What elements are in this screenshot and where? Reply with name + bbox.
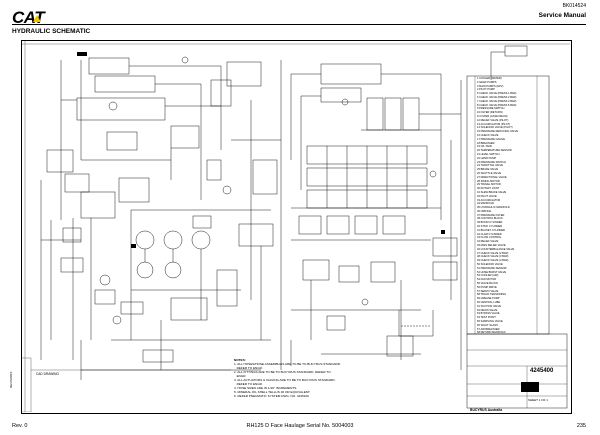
revisions-stamp: REVISIONS [9,371,13,388]
parts-list-row: 57 SERVO VALVE [477,289,499,293]
parts-list-row: 27 DIRECTIONAL VALVE [477,175,507,179]
parts-list-row: 28 SWING MOTOR [477,179,500,183]
parts-list-row: 26 SHUTTLE VALVE [477,171,502,175]
parts-list-row: 47 CHECK VALVE (2 BAR) [477,251,509,255]
parts-list-row: 13 ACCUMULATOR (PILOT) [477,122,511,126]
parts-list-row: 4 PILOT PUMP [477,88,495,92]
notes-line: ENGR. [234,374,247,378]
parts-list-row: 15 PRESSURE REDUCING VALVE [477,130,519,134]
parts-list-row: 6 CHECK VALVE (PRESS 2 BAR) [477,95,517,99]
parts-list-row: 51 PRESSURE SENSOR [477,266,507,270]
parts-list-row: 67 AIR BREATHER [477,327,500,331]
parts-list-row: 1 COOLER (WATER) [477,77,502,80]
parts-list-row: 19 OIL TANK [477,145,493,149]
notes-block: NOTES: 1. ALL HOSES/HOSE ASSEMBLIES ARE … [234,358,424,398]
parts-list-row: 59 GREASE PUMP [477,297,500,301]
title-block-company: BUCYRUS Australia [470,408,503,412]
title-block-drawing-number: 4245400 [530,368,554,374]
parts-list-row: 43 FLOW CONTROL [477,236,502,240]
parts-list-row: 61 SUCTION VALVE [477,304,501,308]
notes-line: 6. REFER PNEUMATIC SYSTEM DWG. NO. 42451… [234,394,309,398]
parts-list-row: 36 ORIFICE [477,209,492,213]
parts-list-row: 12 RELIEF VALVE (PILOT) [477,118,509,122]
parts-list-row: 58 TRACK TENSIONING [477,293,507,297]
parts-list-row: 50 SOLENOID VALVE [477,263,503,267]
parts-list-row: 63 BYPASS VALVE [477,312,500,316]
parts-list-row: 66 SIGHT GLASS [477,323,498,327]
parts-list-row: 22 HAND PUMP [477,156,497,160]
parts-list-row: 48 CHECK VALVE (3 BAR) [477,255,509,259]
notes-line: 3. ALL ACTUATORS & VALVING ARE TO BE TO … [234,378,336,382]
notes-line: 4. HOSE SIZES ARE IN 1/16" INCREMENTS. [234,386,298,390]
header-rule [12,24,586,25]
parts-list-row: 10 FILTER (RETURN) [477,111,503,115]
parts-list-row: 29 TRAVEL MOTOR [477,183,501,187]
parts-list-row: 8 CHECK VALVE (PRESS 5 BAR) [477,103,517,107]
parts-list-row: 32 PILOT VALVE [477,194,497,198]
parts-list-row: 44 RELIEF VALVE [477,240,499,244]
parts-list-row: 30 ROTARY JOINT [477,187,500,191]
parts-list-row: 55 VALVE BLOCK [477,282,499,286]
notes-line: REFER TO ENGR. [234,366,263,370]
page-number: 235 [576,423,586,429]
parts-list-row: 2 GEAR PUMPS [477,80,497,84]
parts-list-row: 38 CONTROL BLOCK [477,217,503,221]
parts-list-row: 17 PRESSURE GAUGE [477,137,505,141]
parts-list-row: 24 THROTTLE VALVE [477,164,503,168]
parts-list-row: 20 TEMPERATURE SENSOR [477,149,512,153]
parts-list-row: 14 SOLENOID VALVE (PILOT) [477,126,513,130]
manual-title: Service Manual [538,12,586,19]
parts-list-row: 49 CHECK VALVE (4 BAR) [477,259,509,263]
parts-list-row: 65 SAMPLING VALVE [477,320,503,323]
parts-list-row: 9 PRESSURE SWITCH [477,107,505,111]
parts-list-row: 21 LEVEL SWITCH [477,152,500,156]
page-title: HYDRAULIC SCHEMATIC [12,28,91,35]
parts-list-row: 23 PRESSURE SWITCH [477,160,506,164]
parts-list-row: 33 ACCUMULATOR [477,198,501,202]
parts-list-row: 54 FAN MOTOR [477,278,496,282]
footer-center-text: RH125 D Face Haulage Serial No. 5004003 [246,423,354,429]
document-number: BK014524 [562,3,586,9]
logo-triangle-icon [33,15,42,22]
parts-list-row: 53 COOLER (AIR) [477,274,499,278]
drawing-frame [21,40,572,414]
parts-list-row: 16 CHECK VALVE [477,133,499,137]
cat-logo: CAT [12,9,45,26]
parts-list-row: 5 CHECK VALVE (PRESS 1 BAR) [477,92,517,96]
parts-list-row: 37 PRESSURE FILTER [477,213,505,217]
parts-list-row: 34 MANIFOLD [477,202,495,206]
parts-list-row: 45 MAIN RELIEF VALVE [477,244,506,248]
notes-line: 2. ALL FITTINGS ARE TO BE TO BUCYRUS STA… [234,370,331,374]
hydraulic-schematic [21,40,570,412]
parts-list-row: 25 BRAKE VALVE [477,168,499,172]
parts-list-row: 46 COUNTERBALANCE VALVE [477,247,515,251]
parts-list-row: 35 HYDRAULIC MANIFOLD [477,206,510,210]
notes-line: 5. MINERAL OIL SHELL TELLUS 46 OR EQUIVA… [234,390,311,394]
parts-list-row: 31 SLEW BRAKE VALVE [477,190,507,194]
notes-line: REFER TO ENGR. [234,382,263,386]
parts-list-row: 56 PUMP DRIVE [477,285,497,289]
notes-heading: NOTES: [234,358,246,362]
notes-lines: 1. ALL HOSES/HOSE ASSEMBLIES ARE TO BE T… [234,362,424,398]
parts-list-row: 41 BUCKET CYLINDER [477,228,505,232]
parts-list-row: 40 STICK CYLINDER [477,225,503,229]
parts-list-row: 3 MAIN PUMPS (HPV) [477,84,504,88]
parts-list-row: 60 CENTRAL LUBE [477,301,501,305]
cad-drawing-stamp: CAD DRAWING [36,372,59,376]
parts-list-row: 64 TEST POINT [477,316,496,320]
parts-list-row: 42 CLAM CYLINDER [477,232,502,236]
parts-list-row: 62 DRAIN VALVE [477,308,498,312]
parts-list-row: 7 CHECK VALVE (PRESS 3 BAR) [477,99,517,103]
parts-list-row: 11 FILTER (CASE DRAIN) [477,114,508,118]
parts-list-row: 18 BREATHER [477,141,495,145]
parts-list-row: 39 BOOM CYLINDER [477,221,503,225]
revision-label: Rev. 0 [12,423,28,429]
parts-list-row: 68 RETURN MANIFOLD [477,331,506,334]
parts-list-row: 52 HOSE BURST VALVE [477,270,507,274]
notes-line: 1. ALL HOSES/HOSE ASSEMBLIES ARE TO BE T… [234,362,341,366]
title-block-sheet: SHEET 1 OF 1 [528,398,548,402]
